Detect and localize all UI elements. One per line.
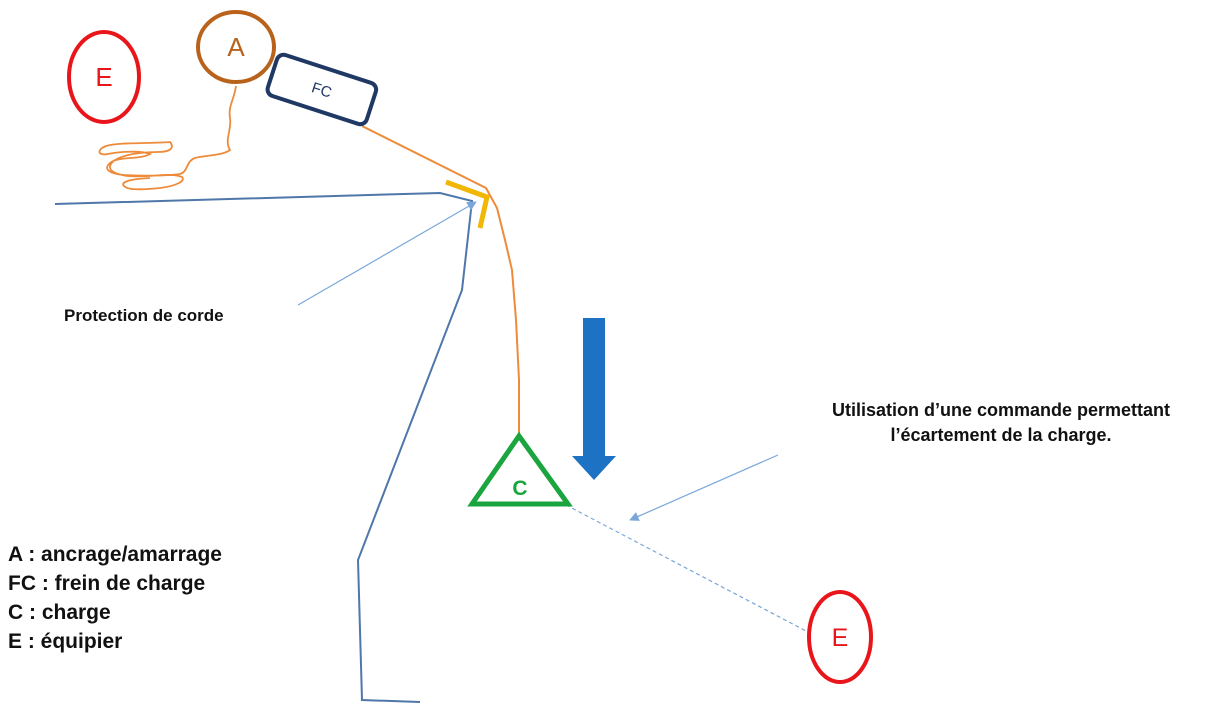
legend-item-anchor: A : ancrage/amarrage [8,543,222,566]
guide-line-note-line1: Utilisation d’une commande permettant [831,400,1171,420]
protection-pointer [297,201,477,306]
load-brake-node: FC [265,52,379,127]
teammate-bottom-node: E [807,590,873,684]
legend-item-teammate: E : équipier [8,630,123,653]
rope-protection-note: Protection de corde [64,306,224,325]
anchor-node: A [196,10,276,84]
teammate-top-label: E [95,62,112,92]
anchor-label: A [227,32,245,62]
rope-protection [445,179,490,229]
guide-line-note-line2: l’écartement de la charge. [890,425,1112,445]
load-node: C [467,431,573,507]
rope-coil [98,85,237,191]
teammate-bottom-label: E [832,624,849,652]
load-label: C [512,477,527,500]
legend-item-brake: FC : frein de charge [8,572,206,595]
legend-item-load: C : charge [8,601,111,624]
guide-line-note: Utilisation d’une commande permettant l’… [776,398,1226,448]
legend: A : ancrage/amarrage FC : frein de charg… [8,540,222,656]
working-rope [361,125,520,435]
guide-note-pointer [629,454,779,521]
load-brake-label: FC [309,79,333,101]
teammate-top-node: E [67,30,141,124]
terrain-edge [54,191,474,703]
guide-line [565,504,809,633]
descent-arrow-icon [572,318,616,480]
